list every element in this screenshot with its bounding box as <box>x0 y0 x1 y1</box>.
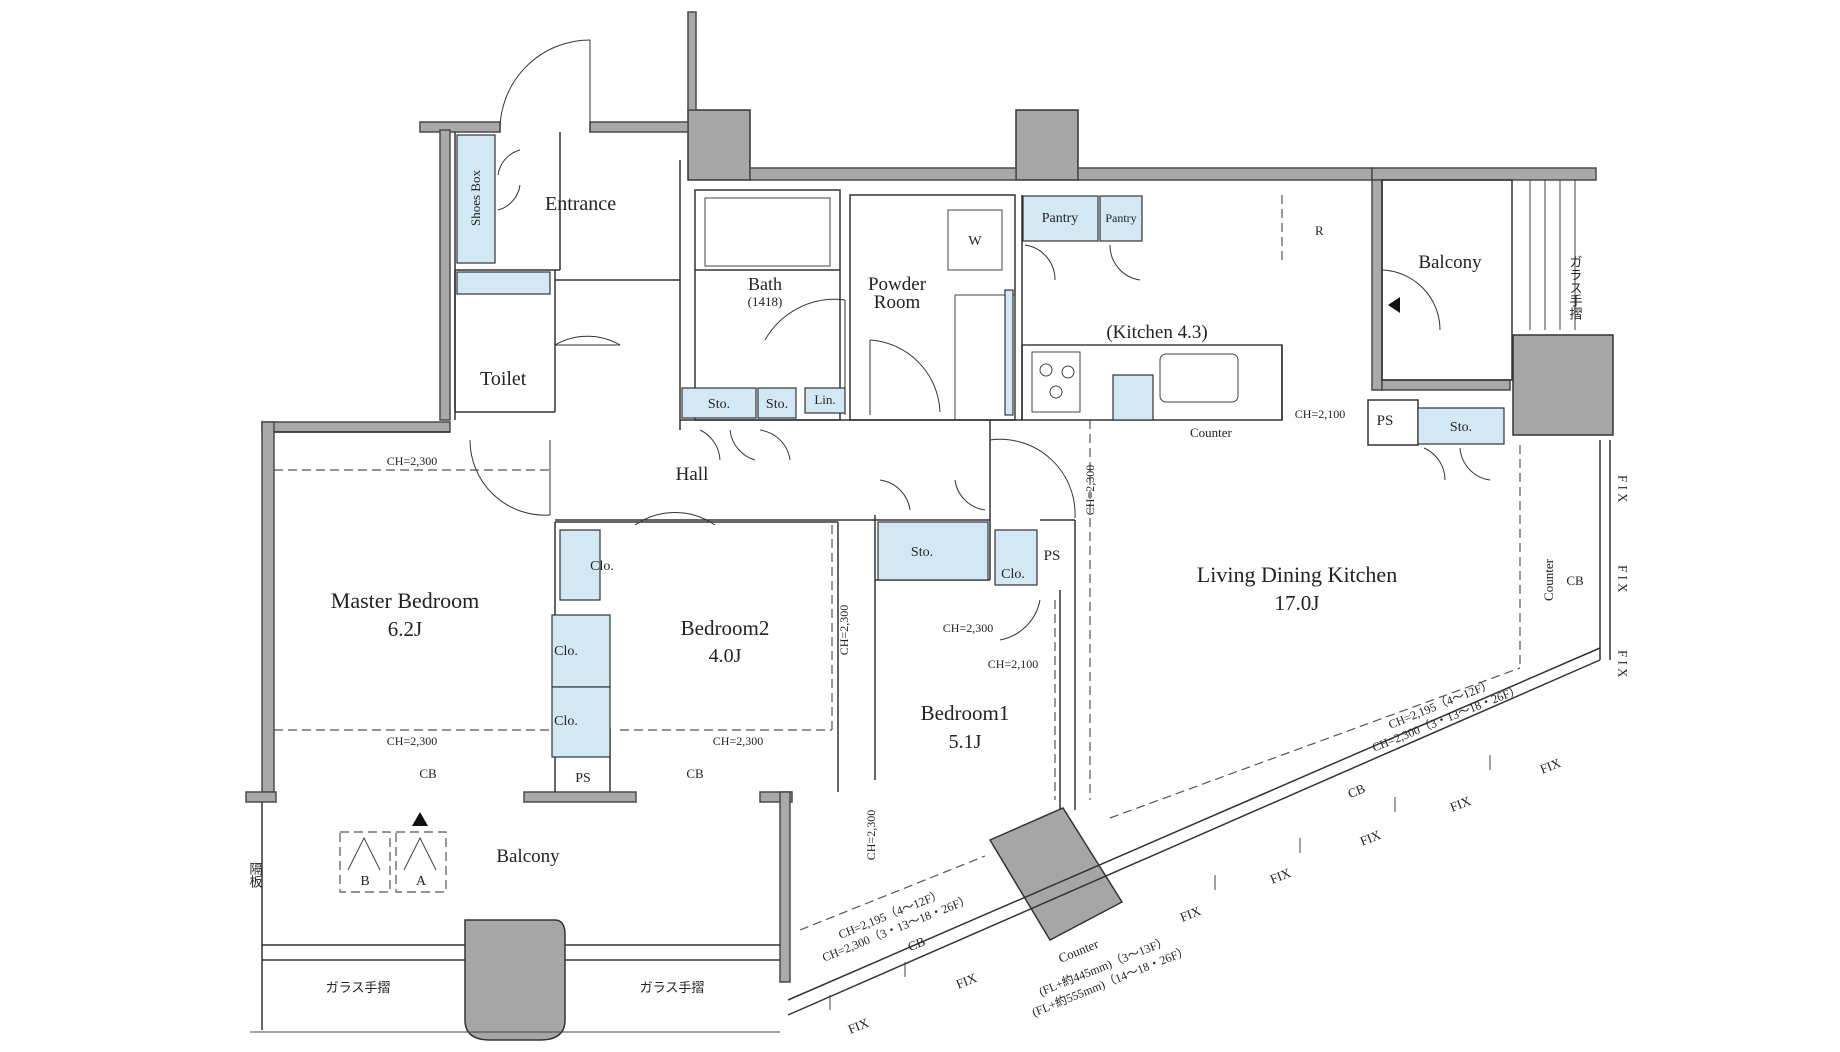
room-labels: Entrance Shoes Box Toilet Bath (1418) Po… <box>248 170 1583 995</box>
label-sto-4: Sto. <box>1450 420 1472 435</box>
ch-bedroom1-top: CH=2,300 <box>943 621 993 635</box>
storage-blocks <box>456 134 1505 758</box>
label-cb-2: CB <box>686 766 704 781</box>
label-ps-3: PS <box>575 771 591 786</box>
entry-arrow-ne <box>1388 297 1400 313</box>
label-bedroom2-size: 4.0J <box>709 645 742 667</box>
label-master-bedroom-size: 6.2J <box>388 617 422 641</box>
marker-b: B <box>360 874 369 889</box>
marker-a: A <box>416 874 427 889</box>
label-sto-2: Sto. <box>766 397 788 412</box>
label-entrance: Entrance <box>545 193 616 215</box>
label-partition: 隔板 <box>248 862 263 889</box>
label-cb-5: CB <box>905 934 927 955</box>
label-pantry-2: Pantry <box>1105 211 1136 225</box>
label-fix-2: F I X <box>1616 565 1631 593</box>
column-north-left <box>687 109 751 181</box>
balcony-planter <box>464 919 566 1041</box>
label-fix-10: FIX <box>846 1015 872 1037</box>
balcony-outdoor-units <box>339 297 1400 893</box>
label-master-bedroom: Master Bedroom <box>331 588 479 613</box>
marker-labels: B A <box>360 874 427 889</box>
ch-bedroom2-bottom: CH=2,300 <box>713 734 763 748</box>
label-fix-5: FIX <box>1448 793 1474 815</box>
storage-labels: Sto. Sto. Lin. Sto. Sto. Clo. Clo. Clo. … <box>419 392 1630 1037</box>
label-powder-room-1: Powder <box>868 274 927 295</box>
label-bath: Bath <box>748 274 782 294</box>
label-glass-rail-ne: ガラス手摺 <box>1568 255 1583 320</box>
label-shoes-box: Shoes Box <box>468 170 483 226</box>
ceiling-dashes <box>274 420 1521 931</box>
label-glass-rail-s2: ガラス手摺 <box>640 980 705 995</box>
label-hall: Hall <box>676 464 709 485</box>
label-counter-2: Counter <box>1541 558 1556 601</box>
ch-master-top: CH=2,300 <box>387 454 437 468</box>
label-clo-3: Clo. <box>554 714 578 729</box>
label-pantry-1: Pantry <box>1042 211 1079 226</box>
label-bedroom1-size: 5.1J <box>949 731 982 753</box>
label-ldk: Living Dining Kitchen <box>1197 562 1397 587</box>
label-fix-1: F I X <box>1616 475 1631 503</box>
label-bath-size: (1418) <box>748 294 783 309</box>
label-powder-room-2: Room <box>874 292 921 313</box>
ch-master-bottom: CH=2,300 <box>387 734 437 748</box>
ch-bedroom1-side: CH=2,300 <box>864 810 878 860</box>
label-fix-7: FIX <box>1268 865 1294 887</box>
label-fix-3: F I X <box>1616 650 1631 678</box>
ch-bedroom2-side: CH=2,300 <box>837 605 851 655</box>
label-cb-1: CB <box>419 766 437 781</box>
ch-kitchen: CH=2,100 <box>1295 407 1345 421</box>
label-fix-9: FIX <box>954 970 980 992</box>
label-clo-2: Clo. <box>554 644 578 659</box>
label-refrigerator: R <box>1315 223 1324 238</box>
doors <box>469 39 1491 641</box>
ch-bedroom1-sto: CH=2,100 <box>988 657 1038 671</box>
label-fix-8: FIX <box>1178 903 1204 925</box>
ch-hall-side: CH=2,300 <box>1083 465 1097 515</box>
label-sto-3: Sto. <box>911 545 933 560</box>
entry-arrow-south <box>412 812 428 826</box>
label-clo-1: Clo. <box>590 559 614 574</box>
label-bedroom2: Bedroom2 <box>681 616 770 640</box>
label-ps-1: PS <box>1377 413 1394 429</box>
label-clo-4: Clo. <box>1001 567 1025 582</box>
label-cb-3: CB <box>1566 573 1584 588</box>
label-sto-1: Sto. <box>708 397 730 412</box>
label-kitchen: (Kitchen 4.3) <box>1106 322 1207 343</box>
label-balcony-ne: Balcony <box>1418 252 1482 273</box>
label-counter-1: Counter <box>1190 425 1233 440</box>
label-fix-6: FIX <box>1358 827 1384 849</box>
label-ps-2: PS <box>1044 548 1061 564</box>
label-bedroom1: Bedroom1 <box>921 701 1010 725</box>
label-washer: W <box>968 234 982 249</box>
column-east <box>1512 334 1614 436</box>
label-balcony-s: Balcony <box>496 846 560 867</box>
label-fix-4: FIX <box>1538 755 1564 777</box>
label-ldk-size: 17.0J <box>1275 591 1320 615</box>
outer-walls <box>245 11 1597 983</box>
column-south <box>988 807 1124 941</box>
label-cb-4: CB <box>1345 781 1367 802</box>
column-north-mid <box>1015 109 1079 181</box>
label-glass-rail-s1: ガラス手摺 <box>326 980 391 995</box>
label-lin: Lin. <box>814 392 835 407</box>
label-counter-3: Counter <box>1056 936 1101 966</box>
label-toilet: Toilet <box>480 368 527 390</box>
